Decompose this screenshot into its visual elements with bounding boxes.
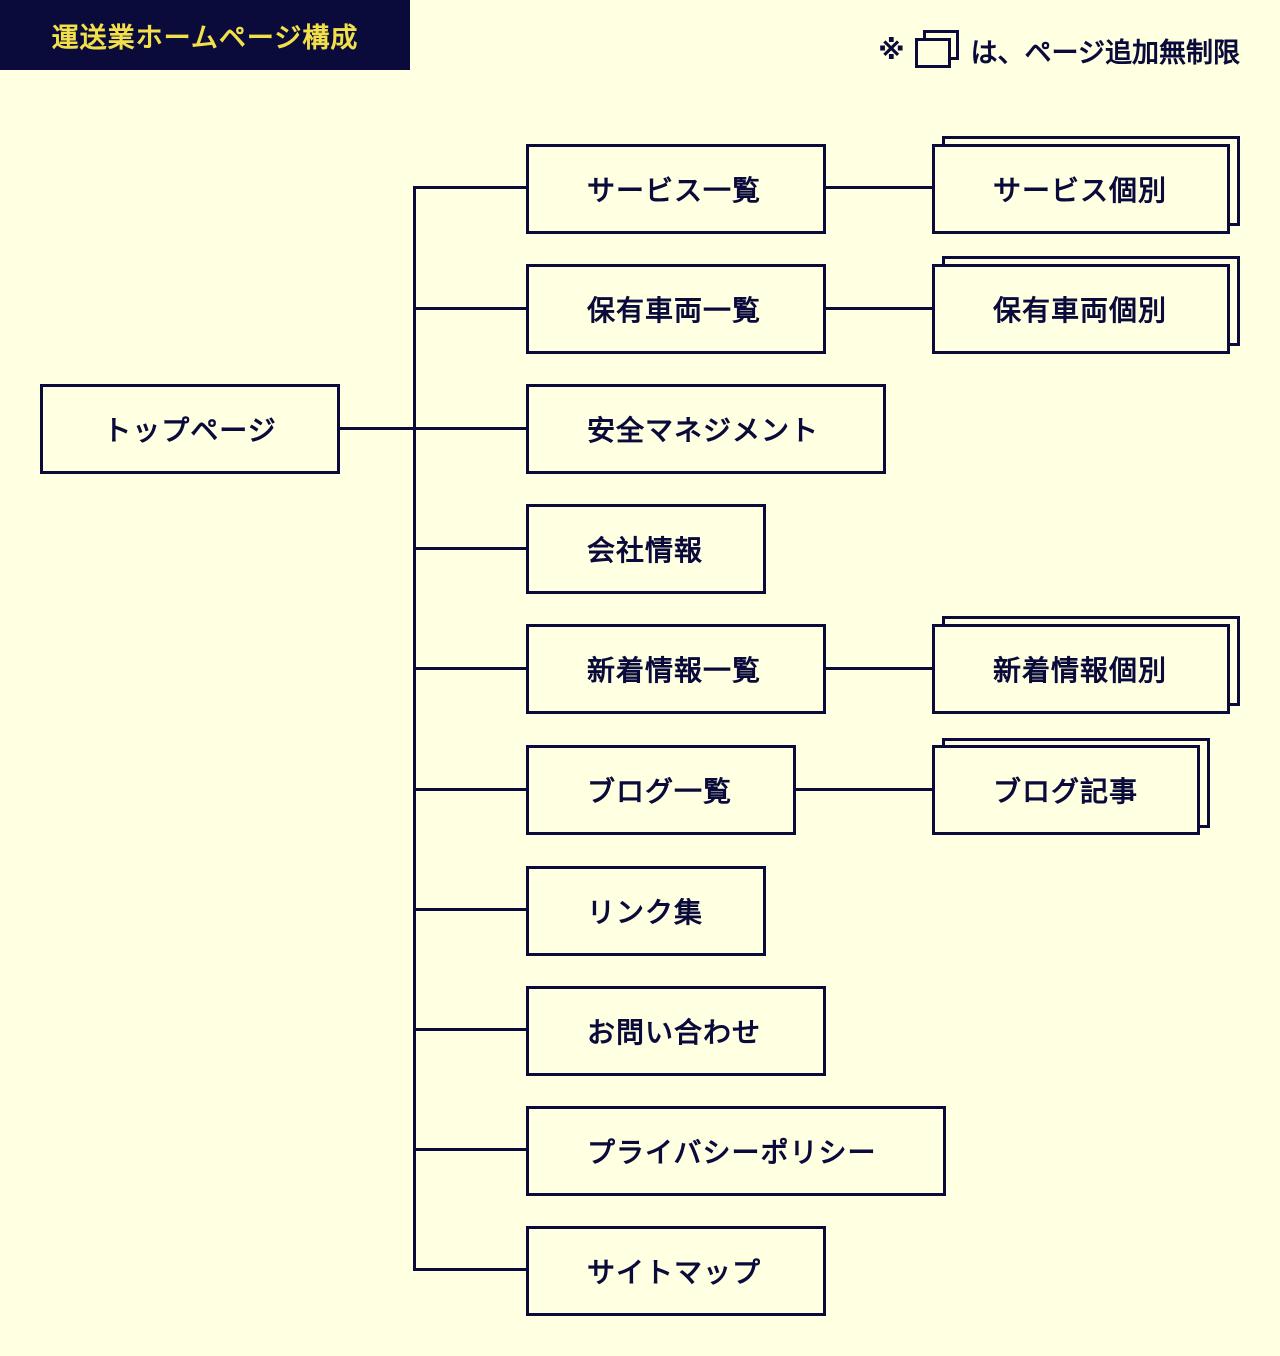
detail-node-label: 保有車両個別 bbox=[993, 294, 1168, 327]
detail-node-label: 新着情報個別 bbox=[993, 654, 1168, 687]
branch-line bbox=[413, 1028, 527, 1031]
branch-line bbox=[413, 908, 527, 911]
legend-text: は、ページ追加無制限 bbox=[970, 37, 1240, 69]
page-node-label: プライバシーポリシー bbox=[587, 1136, 877, 1169]
detail-node-vehicle[interactable]: 保有車両個別 bbox=[932, 264, 1230, 354]
detail-node-service[interactable]: サービス個別 bbox=[932, 144, 1230, 234]
page-node-label: サービス一覧 bbox=[587, 174, 762, 207]
page-node-label: 安全マネジメント bbox=[587, 414, 820, 447]
branch-line bbox=[413, 547, 527, 550]
child-connector bbox=[826, 667, 934, 670]
branch-line bbox=[413, 427, 527, 430]
child-connector bbox=[796, 788, 934, 791]
page-node-label: ブログ一覧 bbox=[587, 775, 733, 808]
page-node-label: 会社情報 bbox=[587, 534, 704, 567]
page-node-label: リンク集 bbox=[587, 896, 704, 929]
branch-line bbox=[413, 667, 527, 670]
branch-line bbox=[413, 186, 527, 189]
branch-line bbox=[413, 1268, 527, 1271]
root-node-top-page[interactable]: トップページ bbox=[40, 384, 340, 474]
page-node-label: お問い合わせ bbox=[587, 1016, 762, 1049]
child-connector bbox=[826, 186, 934, 189]
page-node-contact[interactable]: お問い合わせ bbox=[526, 986, 826, 1076]
legend-mark: ※ bbox=[878, 34, 905, 66]
page-node-sitemap[interactable]: サイトマップ bbox=[526, 1226, 826, 1316]
branch-line bbox=[413, 788, 527, 791]
detail-node-blog[interactable]: ブログ記事 bbox=[932, 745, 1200, 835]
page-node-safety-management[interactable]: 安全マネジメント bbox=[526, 384, 886, 474]
child-connector bbox=[826, 307, 934, 310]
root-node-label: トップページ bbox=[103, 414, 277, 447]
page-node-vehicle-list[interactable]: 保有車両一覧 bbox=[526, 264, 826, 354]
stacked-pages-icon bbox=[914, 30, 961, 70]
trunk-line bbox=[413, 186, 416, 1271]
page-node-company-info[interactable]: 会社情報 bbox=[526, 504, 766, 594]
page-node-label: 保有車両一覧 bbox=[587, 294, 762, 327]
root-connector bbox=[340, 427, 416, 430]
legend: ※ は、ページ追加無制限 bbox=[878, 28, 1240, 72]
page-title: 運送業ホームページ構成 bbox=[0, 0, 410, 70]
page-node-label: 新着情報一覧 bbox=[587, 654, 762, 687]
branch-line bbox=[413, 1148, 527, 1151]
page-node-privacy-policy[interactable]: プライバシーポリシー bbox=[526, 1106, 946, 1196]
page-node-label: サイトマップ bbox=[587, 1256, 762, 1289]
branch-line bbox=[413, 307, 527, 310]
page-node-links[interactable]: リンク集 bbox=[526, 866, 766, 956]
detail-node-label: ブログ記事 bbox=[993, 775, 1139, 808]
detail-node-news[interactable]: 新着情報個別 bbox=[932, 624, 1230, 714]
page-node-news-list[interactable]: 新着情報一覧 bbox=[526, 624, 826, 714]
page-node-blog-list[interactable]: ブログ一覧 bbox=[526, 745, 796, 835]
page-node-service-list[interactable]: サービス一覧 bbox=[526, 144, 826, 234]
detail-node-label: サービス個別 bbox=[993, 174, 1168, 207]
